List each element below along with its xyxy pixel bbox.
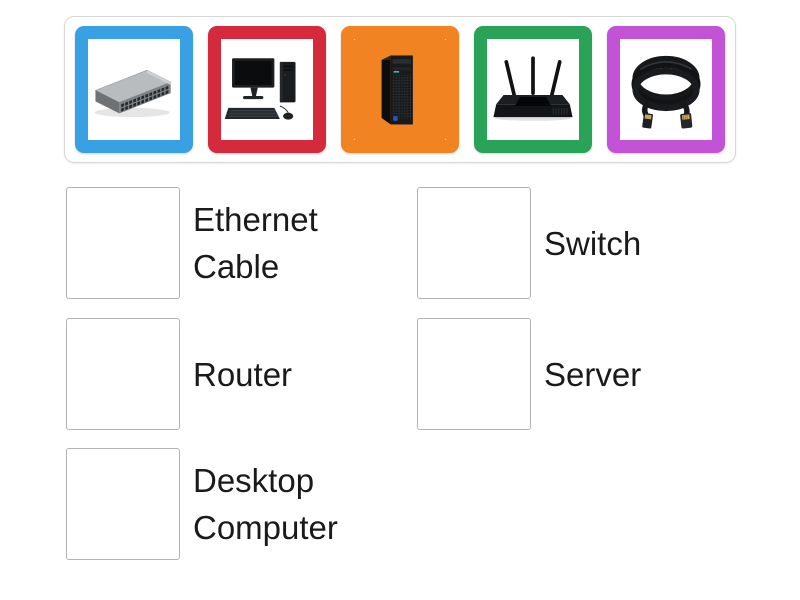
pair-desktop-computer: Desktop Computer [66, 448, 398, 560]
server-tower-photo [354, 39, 446, 140]
answer-label-desktop-computer: Desktop Computer [193, 462, 338, 546]
desktop-computer-photo [221, 39, 313, 140]
pair-server: Server [417, 318, 641, 430]
image-tile-switch[interactable] [75, 26, 193, 153]
pair-switch: Switch [417, 187, 641, 299]
image-tile-desktop-computer[interactable] [208, 26, 326, 153]
image-tile-router[interactable] [474, 26, 592, 153]
network-switch-photo [88, 39, 180, 140]
image-tile-ethernet-cable[interactable] [607, 26, 725, 153]
ethernet-cable-photo [620, 39, 712, 140]
image-bank [64, 16, 736, 163]
answer-label-router: Router [193, 355, 293, 393]
pair-router: Router [66, 318, 292, 430]
answer-label-server: Server [544, 355, 642, 393]
pair-ethernet-cable: Ethernet Cable [66, 187, 398, 299]
drop-zone-desktop-computer[interactable] [66, 448, 180, 560]
drop-zone-server[interactable] [417, 318, 531, 430]
answer-label-ethernet-cable: Ethernet Cable [193, 201, 318, 285]
image-tile-server[interactable] [341, 26, 459, 153]
wireless-router-photo [487, 39, 579, 140]
drop-zone-router[interactable] [66, 318, 180, 430]
answer-label-switch: Switch [544, 224, 642, 262]
drop-zone-ethernet-cable[interactable] [66, 187, 180, 299]
drop-zone-switch[interactable] [417, 187, 531, 299]
